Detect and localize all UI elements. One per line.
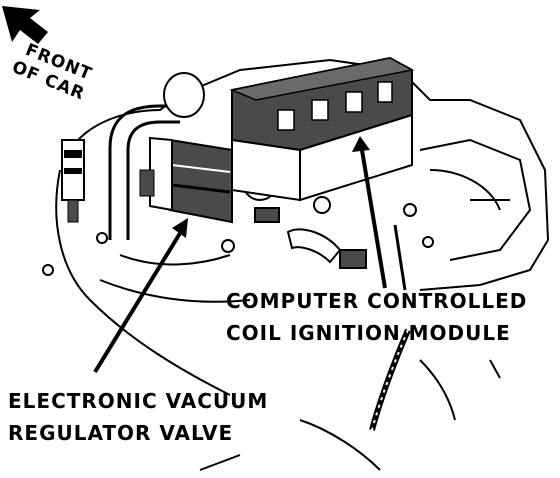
sensor-left xyxy=(61,139,85,223)
ignition-module-line-2: COIL IGNITION MODULE xyxy=(226,321,511,345)
coil-ignition-module xyxy=(229,56,415,202)
ignition-wire xyxy=(369,328,411,431)
vacuum-valve-label: ELECTRONIC VACUUM REGULATOR VALVE xyxy=(8,385,268,449)
arrow-to-valve xyxy=(93,228,184,374)
vacuum-valve-line-1: ELECTRONIC VACUUM xyxy=(8,389,269,413)
vacuum-hose xyxy=(108,104,180,240)
bolts xyxy=(42,196,434,276)
leader-arrows xyxy=(93,136,407,374)
connector-plugs xyxy=(254,207,367,269)
arrow-to-module-2 xyxy=(393,224,407,291)
arrow-up-left-icon xyxy=(2,6,48,44)
vacuum-valve-line-2: REGULATOR VALVE xyxy=(8,421,234,445)
engine-block xyxy=(55,58,550,471)
arrow-to-module-1 xyxy=(360,149,387,289)
ignition-module-label: COMPUTER CONTROLLED COIL IGNITION MODULE xyxy=(226,285,527,349)
ignition-module-line-1: COMPUTER CONTROLLED xyxy=(226,289,528,313)
